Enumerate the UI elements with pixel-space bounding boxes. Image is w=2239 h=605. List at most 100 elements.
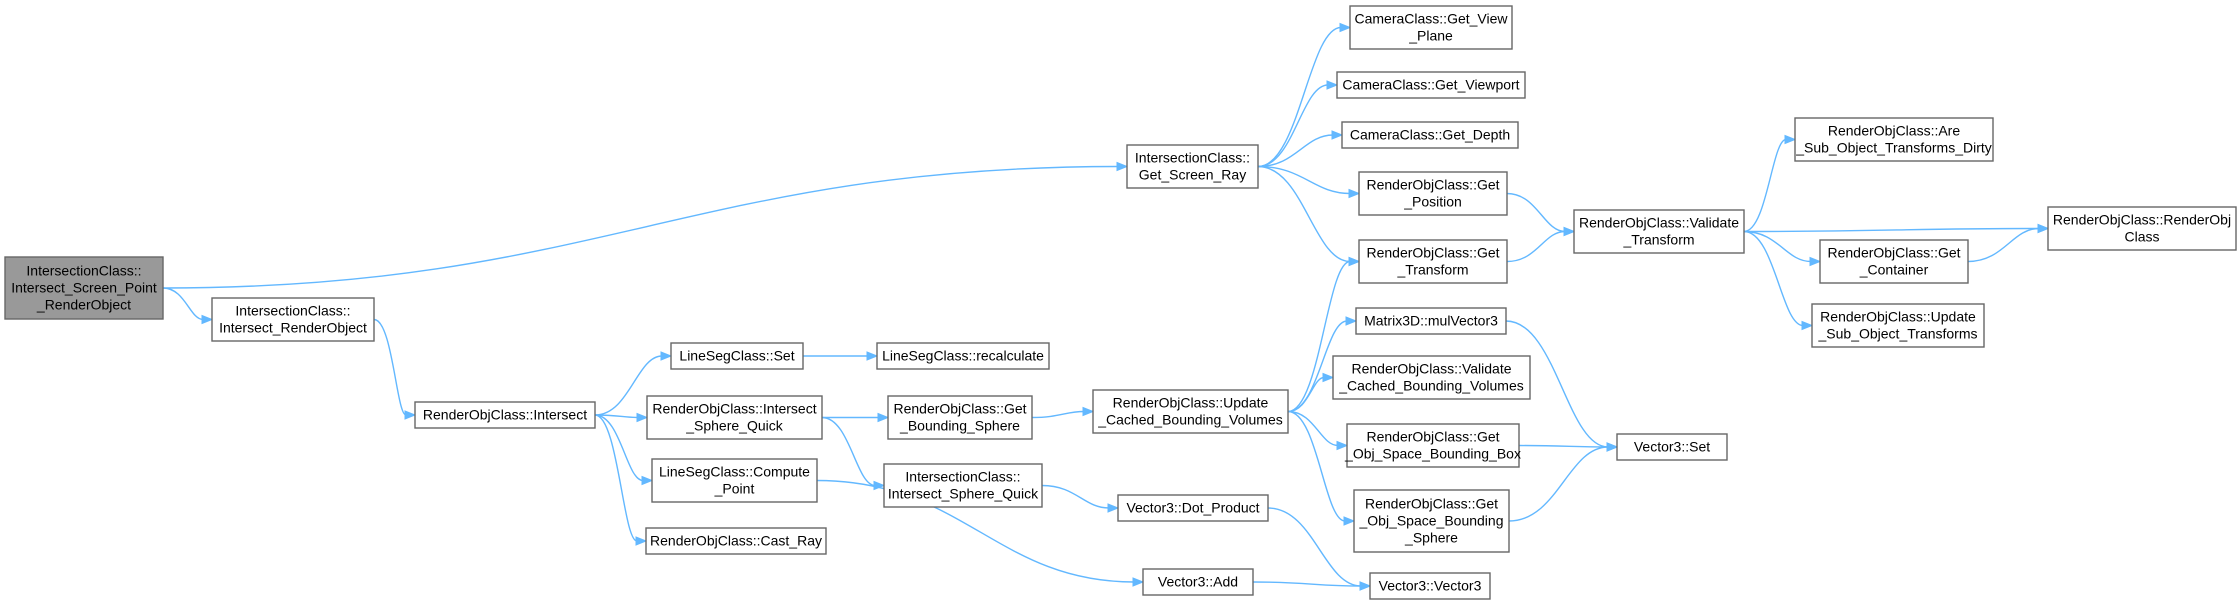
edge-line: [1287, 410, 1339, 447]
node-v3set[interactable]: Vector3::Set: [1616, 433, 1728, 461]
node-rogt[interactable]: RenderObjClass::Get_Transform: [1358, 239, 1508, 284]
edge-roucbv-to-rovcbv: [1287, 372, 1335, 413]
node-label: _Point: [714, 481, 755, 497]
node-label: RenderObjClass::Are: [1828, 123, 1960, 139]
node-box[interactable]: [1341, 121, 1519, 149]
node-box[interactable]: [1355, 307, 1507, 335]
node-box[interactable]: [651, 458, 818, 503]
node-box[interactable]: [883, 463, 1043, 508]
node-risq[interactable]: RenderObjClass::Intersect_Sphere_Quick: [646, 395, 823, 440]
edge-line: [594, 414, 639, 419]
node-box[interactable]: [1794, 117, 1994, 162]
edge-line: [162, 287, 204, 321]
node-rogosbs[interactable]: RenderObjClass::Get_Obj_Space_Bounding_S…: [1353, 489, 1510, 553]
node-rousot[interactable]: RenderObjClass::Update_Sub_Object_Transf…: [1811, 303, 1985, 348]
arrowhead-icon: [2037, 223, 2050, 234]
arrowhead-icon: [635, 536, 648, 546]
node-label: Intersect_Screen_Point: [11, 280, 157, 296]
node-box[interactable]: [1353, 489, 1510, 553]
node-cgd[interactable]: CameraClass::Get_Depth: [1341, 121, 1519, 149]
node-box[interactable]: [876, 342, 1050, 370]
node-cgv[interactable]: CameraClass::Get_Viewport: [1336, 71, 1526, 99]
node-box[interactable]: [1092, 389, 1289, 434]
node-roucbv[interactable]: RenderObjClass::Update_Cached_Bounding_V…: [1092, 389, 1289, 434]
arrowhead-icon: [1082, 406, 1095, 417]
node-lsr[interactable]: LineSegClass::recalculate: [876, 342, 1050, 370]
node-label: Matrix3D::mulVector3: [1364, 313, 1498, 329]
arrowhead-icon: [1784, 134, 1797, 145]
node-m3d[interactable]: Matrix3D::mulVector3: [1355, 307, 1507, 335]
node-cgvp[interactable]: CameraClass::Get_View_Plane: [1349, 5, 1513, 50]
node-box[interactable]: [1126, 144, 1259, 189]
node-box[interactable]: [1358, 239, 1508, 284]
node-label: RenderObjClass::Intersect: [652, 401, 816, 417]
edge-gsr-to-cgv: [1257, 80, 1339, 168]
edge-roi-to-rocr: [594, 414, 648, 546]
edge-gsr-to-cgvp: [1257, 22, 1352, 168]
node-box[interactable]: [2047, 206, 2237, 251]
node-box[interactable]: [1616, 433, 1728, 461]
node-rovcbv[interactable]: RenderObjClass::Validate_Cached_Bounding…: [1332, 355, 1531, 400]
node-rocr[interactable]: RenderObjClass::Cast_Ray: [645, 527, 827, 555]
node-box[interactable]: [211, 297, 375, 342]
node-roasotd[interactable]: RenderObjClass::Are_Sub_Object_Transform…: [1794, 117, 1994, 162]
node-box[interactable]: [1573, 209, 1745, 254]
edge-line: [1506, 192, 1566, 233]
node-roi[interactable]: RenderObjClass::Intersect: [414, 401, 596, 429]
edge-v3add-to-v3v3: [1252, 581, 1372, 591]
edge-line: [1518, 444, 1609, 448]
node-v3v3[interactable]: Vector3::Vector3: [1369, 572, 1491, 600]
node-label: RenderObjClass::Validate: [1579, 215, 1739, 231]
node-box[interactable]: [1117, 494, 1269, 522]
edge-line: [1287, 376, 1325, 413]
node-box[interactable]: [1346, 423, 1520, 468]
node-box[interactable]: [4, 256, 164, 320]
node-lss[interactable]: LineSegClass::Set: [670, 342, 804, 370]
node-v3dp[interactable]: Vector3::Dot_Product: [1117, 494, 1269, 522]
node-box[interactable]: [1358, 171, 1508, 216]
node-rogp[interactable]: RenderObjClass::Get_Position: [1358, 171, 1508, 216]
edge-line: [816, 479, 1135, 583]
node-label: IntersectionClass::: [26, 263, 141, 279]
edge-line: [1031, 410, 1085, 419]
node-box[interactable]: [414, 401, 596, 429]
node-rogbs[interactable]: RenderObjClass::Get_Bounding_Sphere: [887, 395, 1033, 440]
node-root[interactable]: IntersectionClass::Intersect_Screen_Poin…: [4, 256, 164, 320]
node-label: RenderObjClass::Get: [1365, 496, 1498, 512]
node-label: RenderObjClass::Get: [1366, 245, 1499, 261]
arrowhead-icon: [1348, 188, 1361, 199]
node-gsr[interactable]: IntersectionClass::Get_Screen_Ray: [1126, 144, 1259, 189]
node-box[interactable]: [1332, 355, 1531, 400]
node-box[interactable]: [887, 395, 1033, 440]
node-lscp[interactable]: LineSegClass::Compute_Point: [651, 458, 818, 503]
node-label: IntersectionClass::: [1135, 150, 1250, 166]
edge-line: [373, 318, 407, 416]
node-box[interactable]: [645, 527, 827, 555]
node-iisq[interactable]: IntersectionClass::Intersect_Sphere_Quic…: [883, 463, 1043, 508]
node-rogosbb[interactable]: RenderObjClass::Get_Obj_Space_Bounding_B…: [1344, 423, 1521, 468]
node-box[interactable]: [1819, 239, 1969, 284]
arrowhead-icon: [1359, 581, 1372, 591]
edge-rogosbs-to-v3set: [1508, 442, 1619, 522]
node-label: _Obj_Space_Bounding_Box: [1344, 446, 1521, 462]
edge-line: [594, 355, 663, 416]
node-isr[interactable]: IntersectionClass::Intersect_RenderObjec…: [211, 297, 375, 342]
arrowhead-icon: [1345, 316, 1358, 326]
arrowhead-icon: [1336, 440, 1349, 451]
node-box[interactable]: [1349, 5, 1513, 50]
arrowhead-icon: [1563, 226, 1576, 237]
node-box[interactable]: [1369, 572, 1491, 600]
node-label: RenderObjClass::Get: [1366, 177, 1499, 193]
node-box[interactable]: [1336, 71, 1526, 99]
node-box[interactable]: [1811, 303, 1985, 348]
node-rogc[interactable]: RenderObjClass::Get_Container: [1819, 239, 1969, 284]
node-v3add[interactable]: Vector3::Add: [1142, 568, 1254, 596]
node-box[interactable]: [670, 342, 804, 370]
node-label: _Cached_Bounding_Volumes: [1097, 412, 1282, 428]
node-label: LineSegClass::Set: [679, 348, 794, 364]
node-rovt[interactable]: RenderObjClass::Validate_Transform: [1573, 209, 1745, 254]
node-box[interactable]: [1142, 568, 1254, 596]
edge-rogc-to-rorc: [1967, 223, 2050, 263]
node-box[interactable]: [646, 395, 823, 440]
node-rorc[interactable]: RenderObjClass::RenderObjClass: [2047, 206, 2237, 251]
